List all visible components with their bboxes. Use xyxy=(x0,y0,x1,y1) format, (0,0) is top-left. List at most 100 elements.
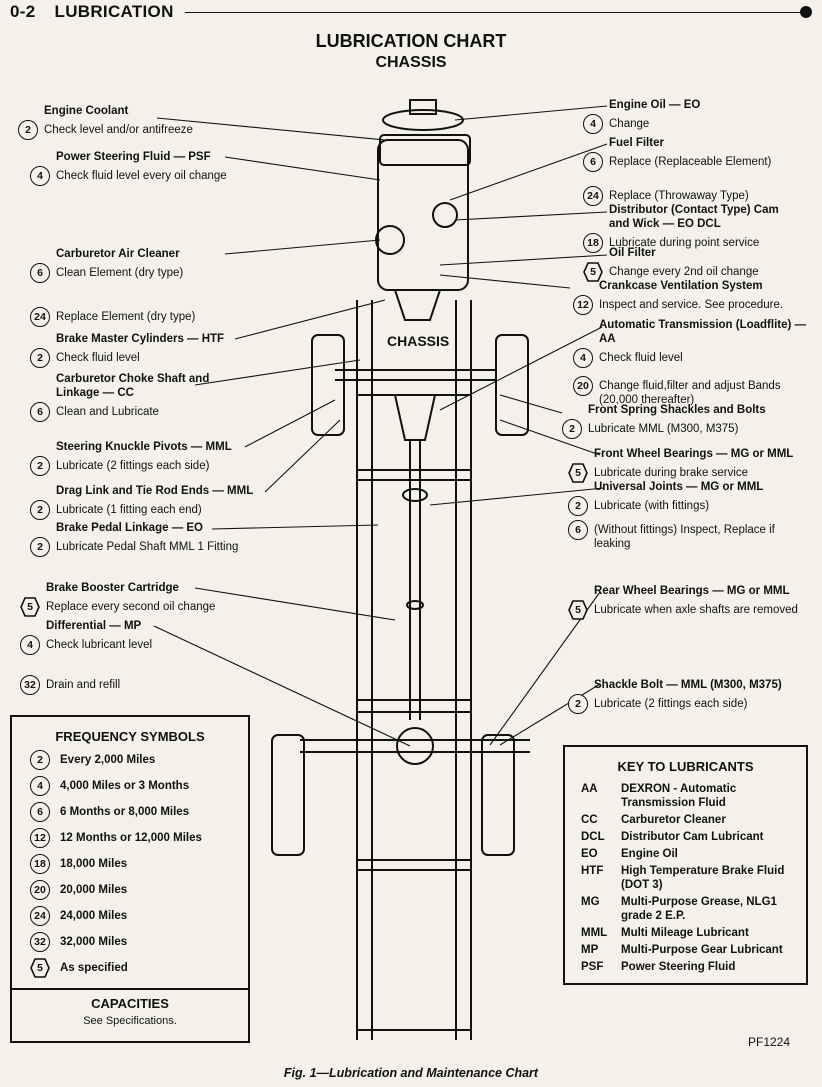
callout-text: Lubricate Pedal Shaft MML 1 Fitting xyxy=(56,541,239,553)
frequency-symbol-icon: 24 xyxy=(30,906,50,926)
callout-text: Change xyxy=(609,118,650,130)
figure-id: PF1224 xyxy=(748,1035,791,1049)
left-frame-rail xyxy=(356,300,373,1040)
callout-row: 2 Check level and/or antifreeze xyxy=(18,120,258,140)
front-left-wheel xyxy=(311,334,345,436)
callout-text: Lubricate (2 fittings each side) xyxy=(594,698,748,710)
fan xyxy=(382,109,464,131)
key-text: Engine Oil xyxy=(621,848,678,860)
key-text: Distributor Cam Lubricant xyxy=(621,831,764,843)
frequency-symbol-icon: 2 xyxy=(18,120,38,140)
callout-title: Brake Booster Cartridge xyxy=(46,582,179,594)
callout-title: Brake Master Cylinders — HTF xyxy=(56,333,225,345)
frequency-symbol-icon: 12 xyxy=(30,828,50,848)
callout-text: Lubricate (with fittings) xyxy=(594,500,710,512)
frequency-symbol-icon: 6 xyxy=(30,802,50,822)
key-abbr: DCL xyxy=(581,831,605,843)
frequency-text: 6 Months or 8,000 Miles xyxy=(60,806,190,818)
section-title: LUBRICATION xyxy=(54,2,174,21)
callout-title: Oil Filter xyxy=(609,247,656,259)
frequency-text: 12 Months or 12,000 Miles xyxy=(60,832,202,844)
callout-title: Brake Pedal Linkage — EO xyxy=(56,522,204,534)
frequency-symbol-icon: 5 xyxy=(20,597,40,617)
frequency-symbol-icon: 2 xyxy=(30,537,50,557)
callout-item: Distributor (Contact Type) Cam and Wick … xyxy=(583,203,793,253)
frequency-symbol-icon: 6 xyxy=(30,263,50,283)
frequency-text: 18,000 Miles xyxy=(60,858,128,870)
frequency-symbol-icon: 4 xyxy=(30,166,50,186)
callout-text: Lubricate MML (M300, M375) xyxy=(588,423,739,435)
rear-left-wheel xyxy=(271,734,305,856)
callout-text: Check lubricant level xyxy=(46,639,153,651)
callout-text: Change fluid,filter and adjust Bands (20… xyxy=(599,380,781,406)
radiator xyxy=(379,134,471,166)
callout-text: Drain and refill xyxy=(46,679,121,691)
callout-item: Engine Coolant 2 Check level and/or antifr… xyxy=(18,104,258,140)
air-cleaner xyxy=(375,225,405,255)
callout-text: Lubricate when axle shafts are removed xyxy=(594,604,798,616)
key-text: Multi-Purpose Grease, NLG1 grade 2 E.P. xyxy=(621,896,777,922)
key-text: DEXRON - Automatic Transmission Fluid xyxy=(621,783,737,809)
frequency-symbol-icon: 5 xyxy=(30,958,50,978)
frequency-symbol-icon: 5 xyxy=(568,600,588,620)
callout-text: Check fluid level xyxy=(56,352,140,364)
callout-title: Carburetor Air Cleaner xyxy=(56,248,180,260)
callout-text: Clean and Lubricate xyxy=(56,406,159,418)
frequency-symbol-icon: 24 xyxy=(30,307,50,327)
key-abbr: MP xyxy=(581,944,599,956)
callout-text: Lubricate (2 fittings each side) xyxy=(56,460,210,472)
callout-title: Universal Joints — MG or MML xyxy=(594,481,764,493)
frequency-symbol-icon: 2 xyxy=(568,496,588,516)
callout-text: Check level and/or antifreeze xyxy=(44,124,193,136)
callout-item: Universal Joints — MG or MML 2 Lubricate (… xyxy=(568,480,808,551)
rear-axle xyxy=(300,739,530,753)
callout-title: Engine Coolant xyxy=(44,105,129,117)
callout-title: Fuel Filter xyxy=(609,137,664,149)
frequency-symbol-icon: 4 xyxy=(30,776,50,796)
transmission xyxy=(393,394,437,441)
chart-title: LUBRICATION CHART xyxy=(315,31,507,51)
box-divider xyxy=(12,988,248,990)
frequency-symbol-icon: 2 xyxy=(30,750,50,770)
callout-row: 2 Lubricate (with fittings) xyxy=(568,496,808,516)
key-abbr: CC xyxy=(581,814,598,826)
callout-title: Front Spring Shackles and Bolts xyxy=(588,404,766,416)
key-abbr: HTF xyxy=(581,865,604,877)
figure-caption: Fig. 1—Lubrication and Maintenance Chart xyxy=(283,1066,539,1080)
frequency-row: 12 12 Months or 12,000 Miles xyxy=(30,828,248,848)
key-row: DCL Distributor Cam Lubricant xyxy=(581,830,806,844)
frequency-symbol-icon: 2 xyxy=(30,500,50,520)
frequency-symbol-icon: 32 xyxy=(30,932,50,952)
callout-title: Crankcase Ventilation System xyxy=(599,280,763,292)
callout-title: Engine Oil — EO xyxy=(609,99,701,111)
key-title: KEY TO LUBRICANTS xyxy=(617,759,754,774)
callout-item: Brake Pedal Linkage — EO 2 Lubricate Pedal… xyxy=(30,521,270,557)
frequency-symbol-icon: 5 xyxy=(583,262,603,282)
